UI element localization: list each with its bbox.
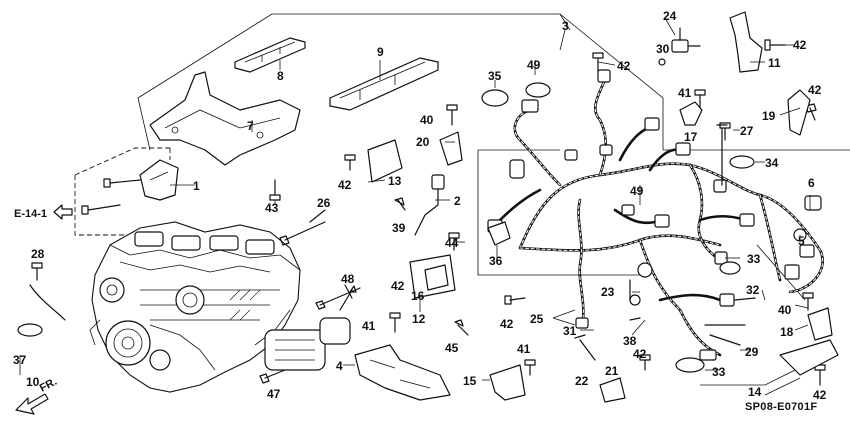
callout-labels: 1 2 3 4 5 6 7 8 9 10 11 12 13 14 15 16 1… [13, 9, 827, 402]
callout-37: 37 [13, 353, 27, 367]
callout-3: 3 [562, 19, 569, 33]
leader-lines [19, 17, 811, 396]
callout-38: 38 [623, 334, 637, 348]
callout-43: 43 [265, 201, 279, 215]
callout-10: 10 [26, 375, 40, 389]
callout-47: 47 [267, 387, 281, 401]
reference-label: E-14-1 [14, 208, 47, 220]
callout-33-lower: 33 [712, 365, 726, 379]
callout-28: 28 [31, 247, 45, 261]
callout-42-e: 42 [793, 38, 807, 52]
callout-17: 17 [684, 130, 698, 144]
bracket-7 [149, 71, 301, 166]
bracket-1 [139, 159, 179, 201]
callout-9: 9 [377, 45, 384, 59]
callout-20: 20 [416, 135, 430, 149]
callout-42-d: 42 [617, 59, 631, 73]
callout-23: 23 [601, 285, 615, 299]
callout-35: 35 [488, 69, 502, 83]
misc-parts [17, 11, 839, 403]
callout-36: 36 [489, 254, 503, 268]
callout-13: 13 [388, 174, 402, 188]
front-arrow-icon [15, 393, 49, 415]
bracket-1-dashed-box [74, 147, 171, 236]
callout-12: 12 [412, 312, 426, 326]
callout-42-h: 42 [813, 388, 827, 402]
reference-e-14-1: E-14-1 [14, 204, 73, 220]
callout-29: 29 [745, 345, 759, 359]
callout-22: 22 [575, 374, 589, 388]
callout-31: 31 [563, 324, 577, 338]
callout-44: 44 [445, 236, 459, 250]
callout-8: 8 [277, 69, 284, 83]
callout-18: 18 [780, 325, 794, 339]
callout-24: 24 [663, 9, 677, 23]
callout-42-f: 42 [808, 83, 822, 97]
callout-1: 1 [193, 179, 200, 193]
callout-6: 6 [808, 176, 815, 190]
bracket-8 [234, 37, 306, 73]
callout-40-lower: 40 [778, 303, 792, 317]
callout-48: 48 [341, 272, 355, 286]
callout-14: 14 [748, 385, 762, 399]
callout-27: 27 [740, 124, 754, 138]
callout-15: 15 [463, 374, 477, 388]
diagram-code: SP08-E0701F [745, 401, 817, 413]
bracket-9 [329, 57, 439, 111]
callout-33-upper: 33 [747, 252, 761, 266]
callout-39: 39 [392, 221, 406, 235]
reference-arrow-icon [53, 204, 73, 220]
callout-42-g: 42 [633, 347, 647, 361]
callout-49-mid: 49 [630, 184, 644, 198]
callout-19: 19 [762, 109, 776, 123]
callout-49-upper: 49 [527, 58, 541, 72]
callout-42-a: 42 [338, 178, 352, 192]
bolts [31, 39, 826, 386]
callout-2: 2 [454, 194, 461, 208]
callout-21: 21 [605, 364, 619, 378]
callout-16: 16 [411, 289, 425, 303]
front-label: FR. [38, 376, 59, 395]
harness-group-boundary [137, 13, 850, 386]
callout-4: 4 [336, 359, 343, 373]
callout-32: 32 [746, 283, 760, 297]
callout-42-b: 42 [391, 279, 405, 293]
callout-40-upper: 40 [420, 113, 434, 127]
callout-30: 30 [656, 42, 670, 56]
callout-7: 7 [247, 119, 254, 133]
callout-42-c: 42 [500, 317, 514, 331]
main-wire-harness [487, 69, 824, 361]
callout-41-mid: 41 [517, 342, 531, 356]
callout-26: 26 [317, 196, 331, 210]
callout-5: 5 [798, 234, 805, 248]
callout-41-left: 41 [362, 319, 376, 333]
callout-34: 34 [765, 156, 779, 170]
callout-45: 45 [445, 341, 459, 355]
callout-25: 25 [530, 312, 544, 326]
callout-11: 11 [768, 56, 781, 70]
callout-41-right: 41 [678, 86, 692, 100]
